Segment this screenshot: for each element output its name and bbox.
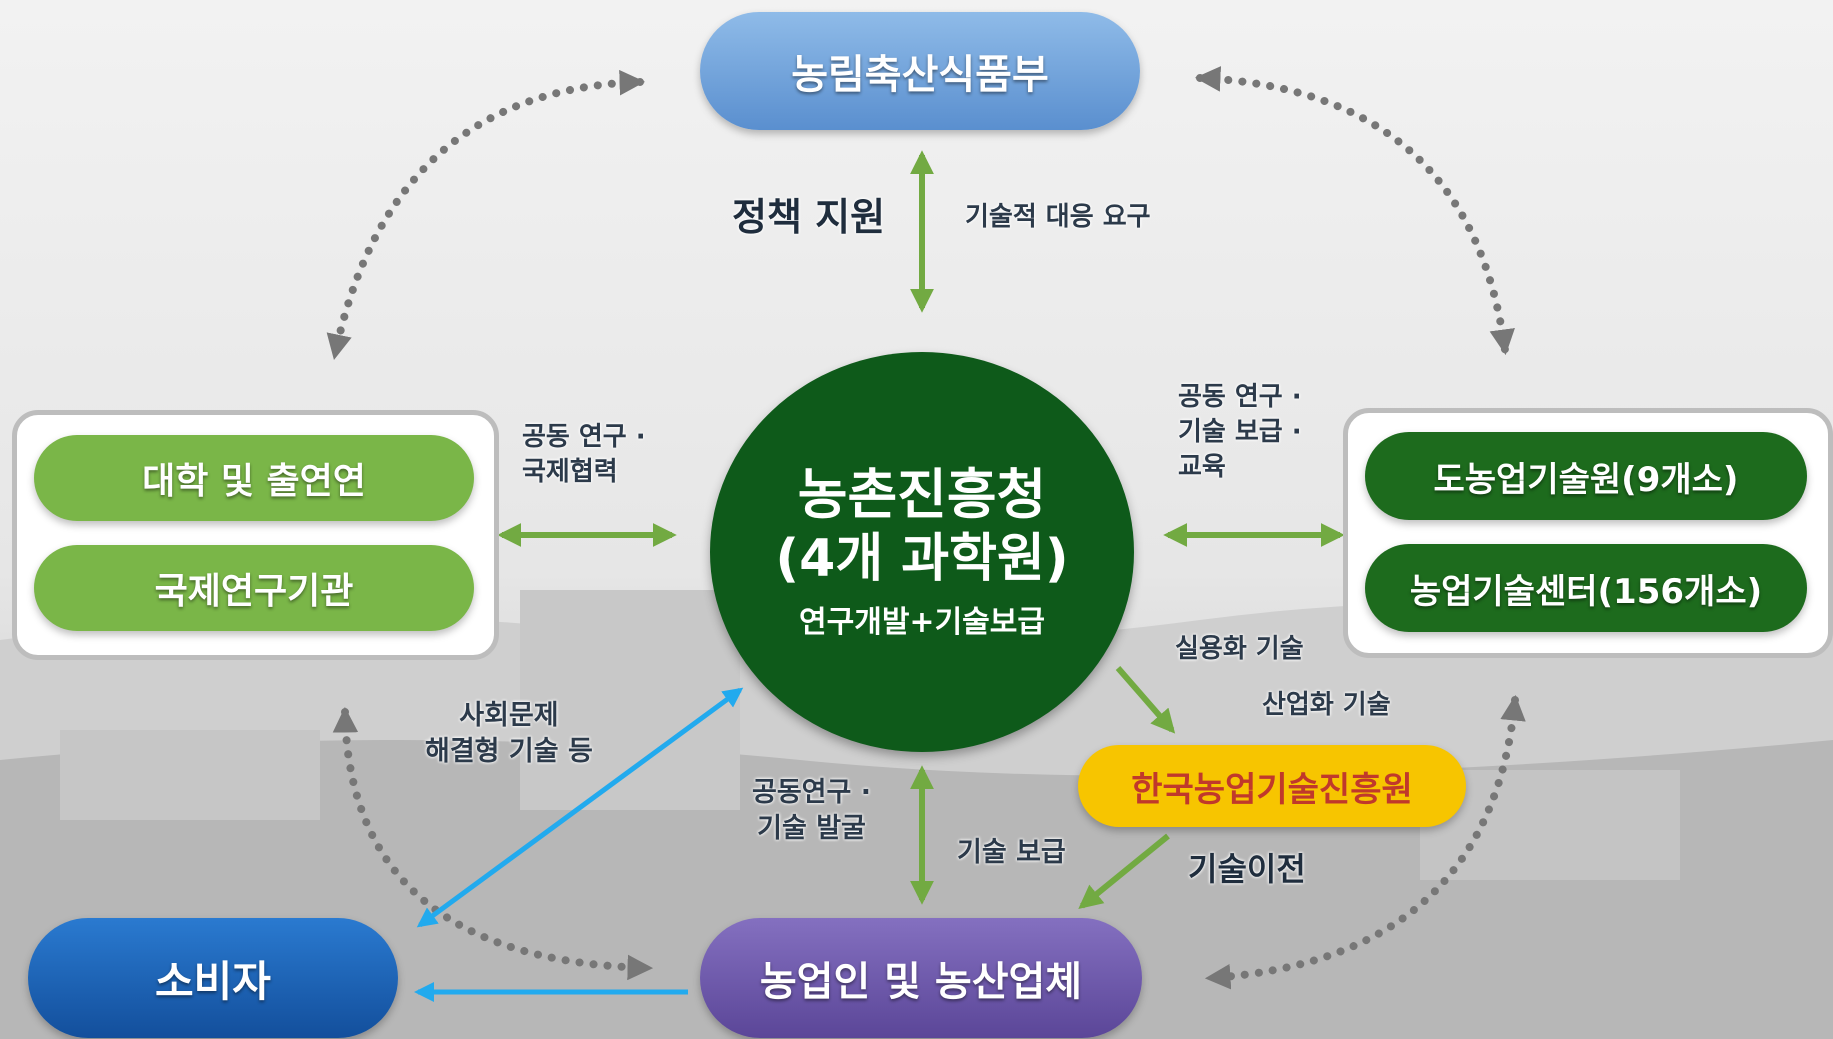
consumer-label: 소비자 bbox=[155, 956, 271, 1006]
label-left-coop: 공동 연구 · 국제협력 bbox=[522, 420, 646, 490]
koat-label: 한국농업기술진흥원 bbox=[1131, 769, 1413, 810]
provincial-institute-node: 도농업기술원(9개소) bbox=[1365, 432, 1807, 520]
arrow-rda-koat bbox=[1115, 666, 1176, 734]
label-industrial-tech: 산업화 기술 bbox=[1262, 690, 1391, 720]
ministry-node: 농림축산식품부 bbox=[700, 12, 1140, 130]
consumer-node: 소비자 bbox=[28, 918, 398, 1038]
rda-title: 농촌진흥청 bbox=[797, 463, 1047, 527]
label-joint-research-line2: 기술 발굴 bbox=[757, 813, 866, 845]
university-label: 대학 및 출연연 bbox=[142, 461, 366, 502]
label-policy-support: 정책 지원 bbox=[732, 195, 886, 239]
label-tech-dissemination: 기술 보급 bbox=[957, 837, 1066, 868]
label-left-coop-line2: 국제협력 bbox=[522, 457, 618, 488]
dotted-arc-top-left bbox=[326, 69, 646, 361]
label-joint-research-line1: 공동연구 · bbox=[752, 777, 872, 808]
university-node: 대학 및 출연연 bbox=[34, 435, 474, 521]
provincial-institute-label: 도농업기술원(9개소) bbox=[1433, 459, 1739, 500]
arrow-koat-farmers bbox=[1078, 833, 1170, 910]
ministry-label: 농림축산식품부 bbox=[791, 52, 1049, 98]
farmers-label: 농업인 및 농산업체 bbox=[759, 959, 1083, 1005]
label-left-coop-line1: 공동 연구 · bbox=[522, 422, 646, 452]
intl-institute-label: 국제연구기관 bbox=[154, 571, 354, 612]
label-right-coop-line1: 공동 연구 · bbox=[1178, 382, 1302, 412]
rda-subtitle: 연구개발+기술보급 bbox=[799, 604, 1045, 640]
rda-node: 농촌진흥청 (4개 과학원) 연구개발+기술보급 bbox=[710, 352, 1134, 752]
label-practical-tech: 실용화 기술 bbox=[1175, 634, 1304, 664]
farmers-node: 농업인 및 농산업체 bbox=[700, 918, 1142, 1038]
label-tech-demand: 기술적 대응 요구 bbox=[965, 202, 1151, 232]
intl-institute-node: 국제연구기관 bbox=[34, 545, 474, 631]
dotted-arc-top-right bbox=[1194, 66, 1515, 356]
label-right-coop-line2: 기술 보급 · bbox=[1178, 417, 1302, 448]
label-social-tech: 사회문제 해결형 기술 등 bbox=[425, 698, 593, 771]
label-social-tech-line2: 해결형 기술 등 bbox=[425, 736, 593, 768]
label-tech-transfer: 기술이전 bbox=[1188, 850, 1306, 888]
rda-subtitle-org: (4개 과학원) bbox=[775, 529, 1069, 590]
label-social-tech-line1: 사회문제 bbox=[459, 700, 559, 731]
tech-center-label: 농업기술센터(156개소) bbox=[1409, 571, 1763, 612]
dotted-arc-bottom-right bbox=[1204, 694, 1526, 990]
label-right-coop: 공동 연구 · 기술 보급 · 교육 bbox=[1178, 380, 1302, 485]
tech-center-node: 농업기술센터(156개소) bbox=[1365, 544, 1807, 632]
arrow-consumer-rda bbox=[416, 687, 744, 928]
label-right-coop-line3: 교육 bbox=[1178, 452, 1226, 483]
koat-node: 한국농업기술진흥원 bbox=[1078, 745, 1466, 827]
label-joint-research: 공동연구 · 기술 발굴 bbox=[752, 775, 871, 848]
